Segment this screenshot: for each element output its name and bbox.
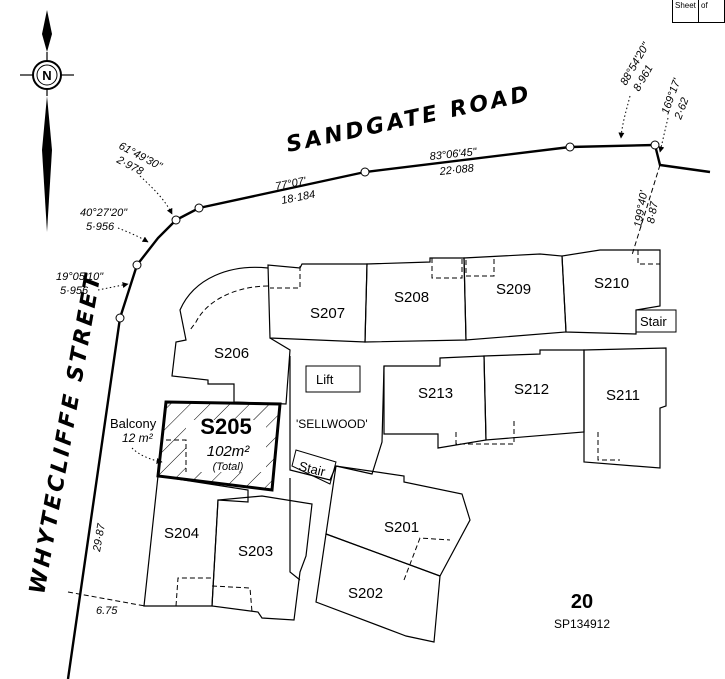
lot-label: S202 (348, 585, 383, 602)
bearing-angle: 83°06'45" (429, 146, 478, 163)
lot-s205: S205 102m² (Total) Balcony 12 m² (110, 414, 252, 473)
bearing-dist: 18·184 (280, 189, 316, 207)
lot-labels: S201 S202 S203 S204 S206 S207 S208 S209 … (164, 275, 640, 602)
lot-label: S209 (496, 281, 531, 298)
bearing-angle: 19°05'10" (56, 271, 104, 283)
bearing-angle: 40°27'20" (80, 207, 128, 219)
lift-label: Lift (316, 372, 334, 387)
plan-reference: 20 SP134912 (554, 591, 610, 631)
balcony-area: 12 m² (122, 431, 154, 445)
lot-s205-note: (Total) (213, 461, 244, 473)
bearing-angle: 77°07' (274, 175, 308, 193)
lot-label: S207 (310, 305, 345, 322)
lot-label: S204 (164, 525, 199, 542)
lot-s205-id: S205 (200, 414, 251, 439)
lot-label: S201 (384, 519, 419, 536)
bearing-dist: 22·088 (438, 162, 475, 178)
sheet-label: Sheet (673, 0, 699, 22)
road-name-top: SANDGATE ROAD (284, 81, 534, 157)
bearing-dist: 8·87 (645, 200, 661, 225)
north-letter: N (42, 68, 51, 83)
lot-s205-area: 102m² (207, 443, 251, 460)
facility-labels: Lift Stair Stair 'SELLWOOD' (291, 309, 677, 485)
bearing-dist: 5·956 (60, 285, 89, 297)
lot-label: S212 (514, 381, 549, 398)
lot-label: S206 (214, 345, 249, 362)
lot-label: S213 (418, 385, 453, 402)
side-dim-left: 29·87 (91, 522, 108, 554)
lot-label: S203 (238, 543, 273, 560)
lot-label: S208 (394, 289, 429, 306)
north-arrow-icon: N (20, 10, 74, 232)
balcony-label: Balcony (110, 416, 157, 431)
building-name: 'SELLWOOD' (296, 417, 368, 431)
lot-label: S210 (594, 275, 629, 292)
side-dim-bottom: 6.75 (96, 605, 118, 617)
plan-ref: SP134912 (554, 617, 610, 631)
stair-label: Stair (640, 314, 667, 329)
lot-label: S211 (606, 387, 640, 404)
stair-label: Stair (297, 458, 327, 479)
bearing-dist: 5·956 (86, 221, 115, 233)
plan-number: 20 (571, 591, 593, 613)
lot-outlines (143, 249, 667, 643)
road-boundary (66, 140, 711, 679)
